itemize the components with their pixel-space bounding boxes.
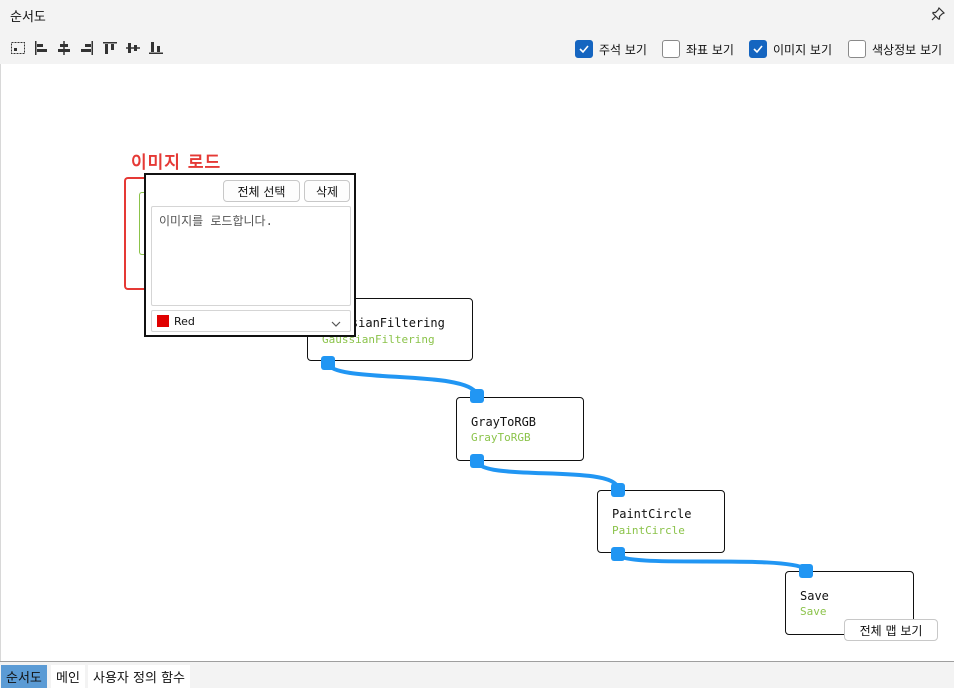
wire-graytorgb-to-paintcircle xyxy=(475,459,620,490)
group-frame[interactable] xyxy=(124,177,160,290)
color-name: Red xyxy=(174,314,195,328)
bottom-tab-bar: 순서도 메인 사용자 정의 함수 xyxy=(0,661,954,688)
color-swatch xyxy=(157,315,169,327)
align-middle-vertical-icon[interactable] xyxy=(125,40,141,56)
check-icon xyxy=(579,45,589,54)
color-select[interactable]: Red xyxy=(151,310,351,332)
toggle-coordinates[interactable]: 좌표 보기 xyxy=(662,39,734,59)
align-top-icon[interactable] xyxy=(102,40,118,56)
node-name: Save xyxy=(800,589,829,603)
tab-user-functions[interactable]: 사용자 정의 함수 xyxy=(88,665,190,688)
toggle-annotations[interactable]: 주석 보기 xyxy=(575,39,647,59)
group-title: 이미지 로드 xyxy=(131,153,222,173)
check-icon xyxy=(753,45,763,54)
color-info-checkbox[interactable] xyxy=(848,40,866,58)
node-subtitle: PaintCircle xyxy=(612,524,685,537)
node-graytorgb[interactable]: GrayToRGB GrayToRGB xyxy=(456,397,584,461)
toggle-color-info[interactable]: 색상정보 보기 xyxy=(848,39,942,59)
pin-icon[interactable] xyxy=(930,6,946,22)
toggle-images[interactable]: 이미지 보기 xyxy=(749,39,832,59)
wire-gaussian-to-graytorgb xyxy=(326,361,479,397)
annotation-popup: 전체 선택 삭제 이미지를 로드합니다. Red xyxy=(144,173,356,337)
output-port[interactable] xyxy=(470,454,484,468)
input-port[interactable] xyxy=(799,564,813,578)
window-title: 순서도 xyxy=(10,10,46,25)
annotations-checkbox[interactable] xyxy=(575,40,593,58)
color-info-label: 색상정보 보기 xyxy=(872,42,943,57)
node-subtitle: GrayToRGB xyxy=(471,431,531,444)
coordinates-label: 좌표 보기 xyxy=(686,42,734,57)
overview-map-button[interactable]: 전체 맵 보기 xyxy=(844,619,938,641)
align-bottom-icon[interactable] xyxy=(148,40,164,56)
title-bar: 순서도 xyxy=(0,0,954,30)
wire-paintcircle-to-save xyxy=(616,552,808,571)
input-port[interactable] xyxy=(611,483,625,497)
output-port[interactable] xyxy=(321,356,335,370)
chevron-down-icon xyxy=(330,315,342,327)
node-paintcircle[interactable]: PaintCircle PaintCircle xyxy=(597,490,725,553)
tab-flowchart[interactable]: 순서도 xyxy=(1,665,47,688)
images-label: 이미지 보기 xyxy=(773,42,833,57)
align-center-horizontal-icon[interactable] xyxy=(56,40,72,56)
align-right-icon[interactable] xyxy=(79,40,95,56)
flowchart-canvas[interactable]: 이미지 로드 GaussianFiltering GaussianFilteri… xyxy=(0,64,954,661)
annotations-label: 주석 보기 xyxy=(599,42,647,57)
node-name: GrayToRGB xyxy=(471,415,537,429)
images-checkbox[interactable] xyxy=(749,40,767,58)
load-image-node[interactable] xyxy=(139,192,147,255)
fit-to-screen-icon[interactable] xyxy=(10,40,26,56)
tab-main[interactable]: 메인 xyxy=(51,665,85,688)
align-left-icon[interactable] xyxy=(33,40,49,56)
select-all-button[interactable]: 전체 선택 xyxy=(223,180,300,202)
connection-wires xyxy=(326,361,808,571)
annotation-text[interactable]: 이미지를 로드합니다. xyxy=(151,206,351,306)
node-subtitle: Save xyxy=(800,605,827,618)
input-port[interactable] xyxy=(470,389,484,403)
toolbar: 주석 보기 좌표 보기 이미지 보기 색상정보 보기 xyxy=(0,30,954,64)
output-port[interactable] xyxy=(611,547,625,561)
coordinates-checkbox[interactable] xyxy=(662,40,680,58)
node-name: PaintCircle xyxy=(612,507,692,521)
delete-button[interactable]: 삭제 xyxy=(304,180,350,202)
